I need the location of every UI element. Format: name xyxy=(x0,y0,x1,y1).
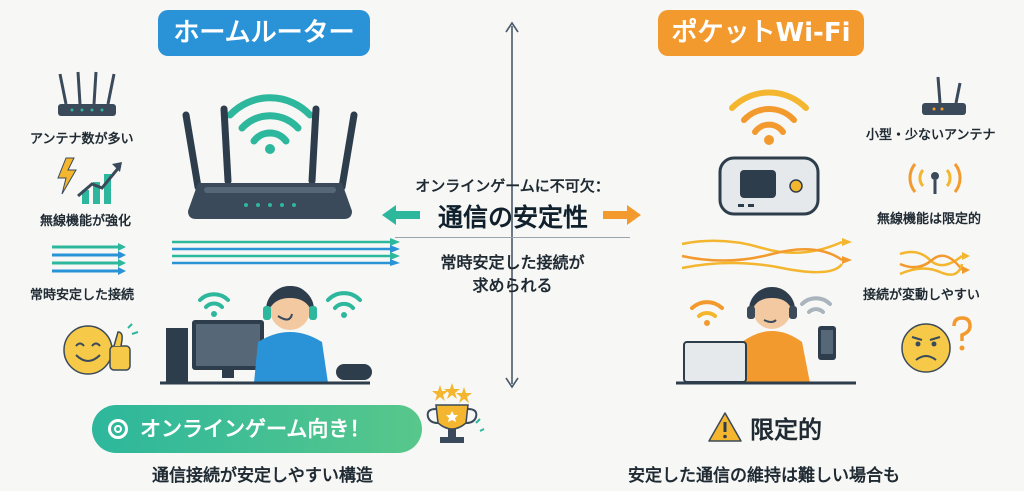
laptop-user-illustration xyxy=(676,287,856,385)
arrow-right-icon xyxy=(603,205,641,225)
worried-face-icon xyxy=(901,316,972,373)
limited-badge-label: 限定的 xyxy=(750,416,822,444)
trophy-icon xyxy=(426,383,485,443)
center-body-line1: 常時安定した接続が xyxy=(440,253,585,272)
home-router-title: ホームルーター xyxy=(158,10,370,56)
right-caption: 安定した通信の維持は難しい場合も xyxy=(628,466,900,486)
center-headline: 通信の安定性 xyxy=(437,203,588,232)
limited-wireless-icon xyxy=(908,163,962,194)
feature-small-antenna: 小型・少ないアンテナ xyxy=(866,128,996,143)
small-antenna-router-icon xyxy=(922,76,966,115)
left-caption: 通信接続が安定しやすい構造 xyxy=(152,466,373,486)
feature-unstable-connection: 接続が変動しやすい xyxy=(863,288,980,303)
warning-icon xyxy=(708,412,742,442)
smile-thumbs-up-icon xyxy=(63,323,139,375)
router-icon xyxy=(182,94,358,219)
feature-many-antennas: アンテナ数が多い xyxy=(30,132,134,147)
center-underline xyxy=(395,237,630,238)
center-lead: オンラインゲームに不可欠： xyxy=(415,177,610,195)
stable-signal-lines xyxy=(172,238,400,266)
fluctuating-signal-lines xyxy=(681,238,852,274)
feature-enhanced-wireless: 無線機能が強化 xyxy=(40,214,132,229)
pc-gamer-illustration xyxy=(160,286,372,385)
double-circle-icon xyxy=(108,419,128,439)
pocket-wifi-icon xyxy=(718,89,820,216)
boost-chart-icon xyxy=(57,157,122,204)
feature-always-stable: 常時安定した接続 xyxy=(30,288,135,303)
arrow-left-icon xyxy=(382,205,420,225)
antenna-router-small-icon xyxy=(58,71,116,116)
center-body-line2: 求められる xyxy=(472,276,553,295)
center-divider xyxy=(505,21,519,389)
online-game-suitable-badge: オンラインゲーム向き！ xyxy=(92,405,422,453)
stable-lines-icon xyxy=(52,243,126,275)
feature-limited-wireless: 無線機能は限定的 xyxy=(877,212,982,227)
badge-label: オンラインゲーム向き！ xyxy=(140,417,371,441)
fluctuating-lines-icon xyxy=(899,250,970,276)
pocket-wifi-title: ポケットWi-Fi xyxy=(658,10,864,56)
